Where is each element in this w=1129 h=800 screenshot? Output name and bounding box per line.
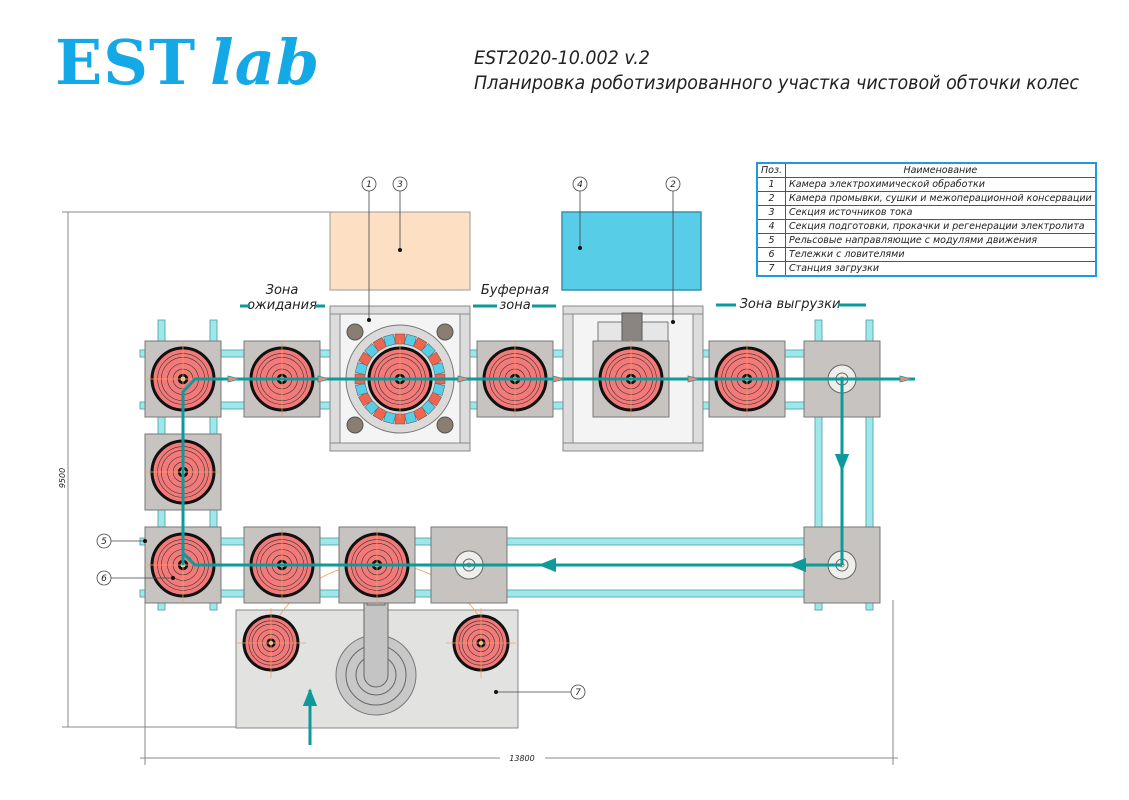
logo-sub: lab [210,26,321,99]
document-code: EST2020-10.002 v.2 [474,47,650,69]
legend-pos: 6 [756,247,787,262]
legend-pos: 5 [756,233,787,248]
electrode [364,343,380,359]
callout-3: 3 [397,180,403,190]
callout-7: 7 [575,688,581,698]
electrode [372,337,388,352]
electrode [354,362,368,376]
legend-col-pos: Поз. [756,162,787,178]
flow-arrow [457,375,471,383]
callout-5: 5 [101,537,107,547]
electrode [432,382,446,396]
legend-pos: 3 [756,205,787,220]
zone-buffer-line2: зона [499,298,530,313]
legend-pos: 1 [756,177,787,192]
electrode [383,411,397,425]
electrode [412,337,428,352]
electrode [358,351,373,367]
legend-col-name: Наименование [785,162,1097,178]
legend-name: Рельсовые направляющие с модулями движен… [785,233,1097,248]
zone-buffer-line1: Буферная [481,283,549,298]
legend-pos: 4 [756,219,787,234]
electrolyte-section [561,211,702,291]
logo-main: EST [55,26,197,99]
wheel [446,608,516,678]
zone-waiting-line2: ожидания [247,298,317,313]
legend-name: Камера промывки, сушки и межоперационной… [785,191,1097,206]
electrode [358,391,373,407]
legend-name: Тележки с ловителями [785,247,1097,262]
wheel [236,608,306,678]
electrode [420,399,436,415]
electrode [412,406,428,421]
flow-arrow [687,375,701,383]
callout-2: 2 [670,180,676,190]
electrode [383,333,397,347]
flow-arrow [899,375,913,383]
electrode [364,399,380,415]
dimension-lines [62,211,898,765]
electrode [403,411,417,425]
callout-1: 1 [366,180,372,190]
flow-arrow [227,375,241,383]
zone-unload-label: Зона выгрузки [740,297,841,312]
legend-pos: 7 [756,261,787,277]
flow-arrow [552,375,566,383]
zone-waiting: Зона ожидания [240,283,325,313]
electrode [427,391,442,407]
zone-waiting-line1: Зона [266,283,299,298]
legend-pos: 2 [756,191,787,206]
legend-header: Поз. Наименование [756,162,1097,178]
callout-6: 6 [101,574,107,584]
legend-name: Секция источников тока [785,205,1097,220]
document-title: Планировка роботизированного участка чис… [474,72,1080,94]
electrode [354,382,368,396]
callouts [96,176,681,700]
legend-name: Секция подготовки, прокачки и регенераци… [785,219,1097,234]
electrode [403,333,417,347]
flow-arrow [317,375,331,383]
dimension-height: 9500 [58,468,67,488]
zone-buffer: Буферная зона [473,283,556,313]
dimension-width: 13800 [509,754,534,763]
zone-unload: Зона выгрузки [716,297,866,312]
electrode [372,406,388,421]
legend-name: Станция загрузки [785,261,1097,277]
callout-4: 4 [577,180,583,190]
electrode [432,362,446,376]
legend-name: Камера электрохимической обработки [785,177,1097,192]
electrode [427,351,442,367]
electrode [420,343,436,359]
